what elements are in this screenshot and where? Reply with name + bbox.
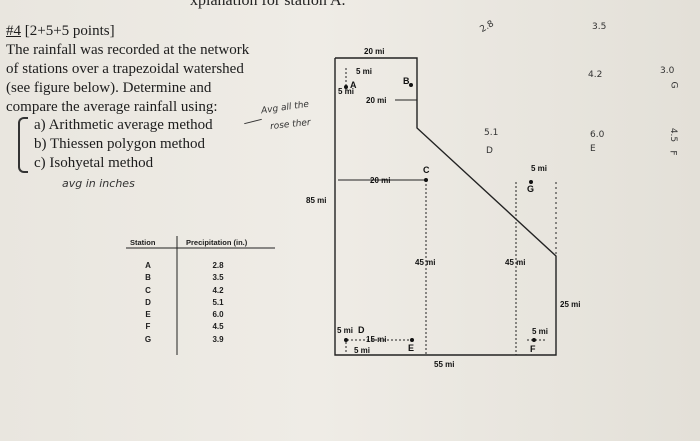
station-e-label: E (408, 343, 415, 353)
dim-g-height: 45 mi (505, 258, 526, 267)
dim-left-height: 85 mi (306, 196, 327, 205)
handwritten-mark: 6.0 (590, 130, 605, 140)
table-cell-value: 3.5 (212, 273, 224, 283)
dim-bottom-width: 55 mi (434, 360, 455, 369)
dim-f-offset: 5 mi (532, 327, 549, 336)
precip-column: 2.8 3.5 4.2 5.1 6.0 4.5 3.9 (208, 260, 228, 346)
handwritten-units-note: avg in inches (62, 177, 135, 190)
header-fragment: xplanation for station A. (190, 0, 346, 9)
table-cell-value: 4.5 (212, 322, 224, 332)
dim-right-height: 25 mi (560, 300, 581, 309)
station-d-label: D (358, 325, 365, 335)
table-cell-station: A (145, 261, 151, 270)
problem-line: (see figure below). Determine and (6, 80, 212, 96)
table-cell-station: D (145, 297, 151, 307)
problem-line: compare the average rainfall using: (6, 99, 218, 115)
table-cell-station: C (145, 285, 151, 295)
option-arithmetic: a) Arithmetic average method (34, 117, 213, 133)
station-c-dot (424, 178, 428, 182)
table-header-station: Station (130, 238, 156, 247)
station-f-dot (532, 338, 536, 342)
table-cell-value: 2.8 (212, 261, 224, 270)
handwritten-mark: 3.0 (660, 66, 675, 76)
handwritten-arrow (244, 118, 262, 125)
table-cell-station: F (145, 322, 151, 332)
table-cell-value: 4.2 (212, 285, 224, 295)
handwritten-note: rose ther (269, 117, 312, 133)
station-f-label: F (530, 344, 536, 354)
table-cell-station: E (145, 310, 151, 320)
table-cell-value: 5.1 (212, 297, 224, 307)
handwritten-mark: 3.5 (592, 22, 607, 32)
dim-de: 15 mi (366, 335, 387, 344)
station-e-dot (410, 338, 414, 342)
problem-line: The rainfall was recorded at the network (6, 42, 250, 58)
handwritten-mark: E (590, 144, 596, 154)
station-d-dot (344, 338, 348, 342)
dim-top-width: 20 mi (364, 47, 385, 56)
handwritten-mark: 5.1 (484, 128, 499, 138)
dim-g-offset: 5 mi (531, 164, 548, 173)
handwritten-mark: 4.2 (588, 70, 603, 80)
handwritten-mark: D (486, 146, 493, 156)
table-cell-station: B (145, 273, 151, 283)
station-c-label: C (423, 165, 430, 175)
station-b-label: B (403, 76, 410, 86)
table-cell-value: 6.0 (212, 310, 224, 320)
options-bracket (18, 117, 28, 173)
option-thiessen: b) Thiessen polygon method (34, 136, 205, 152)
station-column: A B C D E F G (142, 260, 154, 346)
dim-b-offset: 20 mi (366, 96, 387, 105)
table-header-precip: Precipitation (in.) (186, 238, 248, 247)
station-g-label: G (527, 184, 535, 194)
dim-a-x: 5 mi (356, 67, 373, 76)
dim-d-x: 5 mi (337, 326, 354, 335)
handwritten-mark: F (667, 150, 678, 156)
method-options: a) Arithmetic average method b) Thiessen… (34, 116, 213, 173)
dim-c-height: 45 mi (415, 258, 436, 267)
table-cell-value: 3.9 (212, 334, 224, 344)
option-isohyetal: c) Isohyetal method (34, 155, 154, 171)
problem-line: of stations over a trapezoidal watershed (6, 61, 244, 77)
problem-statement: #4 [2+5+5 points] The rainfall was recor… (6, 22, 306, 117)
problem-number: #4 (6, 23, 21, 39)
problem-points: [2+5+5 points] (24, 23, 115, 39)
dim-a-y: 5 mi (338, 87, 355, 96)
table-cell-station: G (144, 334, 152, 344)
dim-c-offset: 20 mi (370, 176, 391, 185)
station-a-label: A (350, 80, 357, 90)
handwritten-mark: 2.8 (478, 19, 496, 35)
handwritten-mark: G (668, 81, 679, 89)
dim-d-y: 5 mi (354, 346, 371, 355)
handwritten-mark: 4.5 (668, 127, 679, 143)
